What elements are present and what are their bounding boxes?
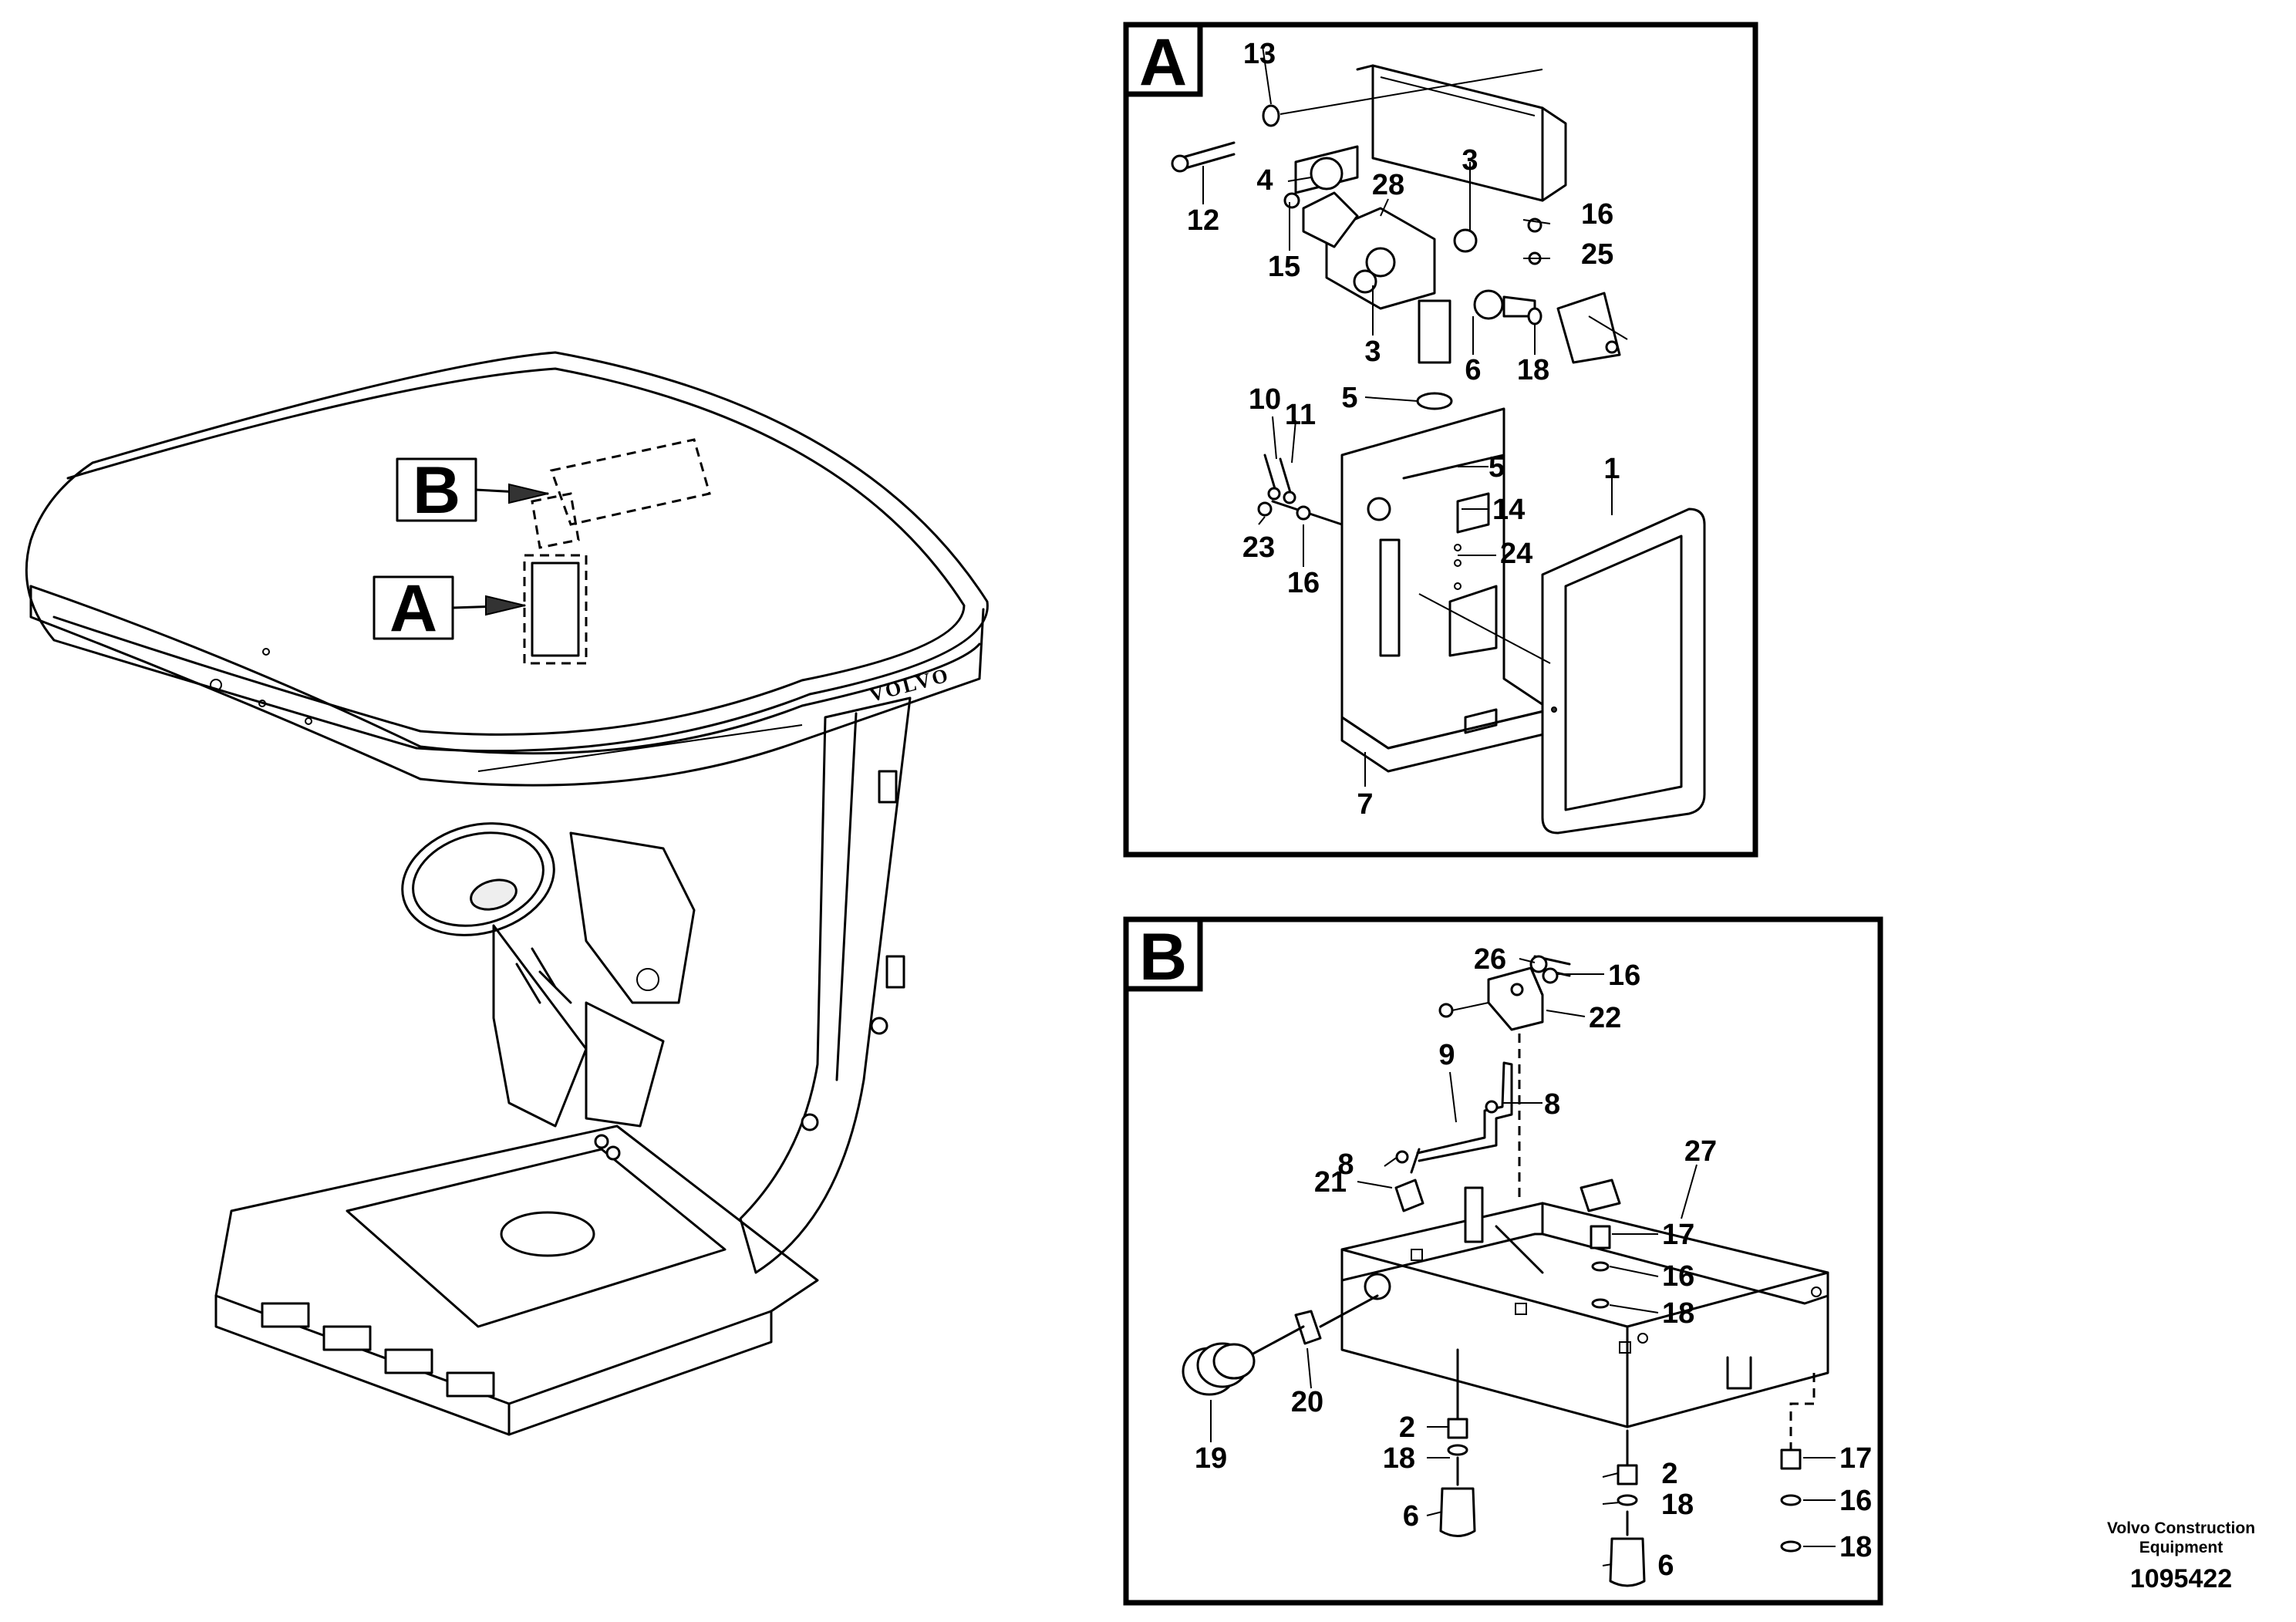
section-b-letter: B bbox=[1139, 920, 1187, 994]
callout-a-24: 24 bbox=[1500, 538, 1532, 570]
section-b-letter-box bbox=[1123, 916, 1203, 992]
section-b-frame bbox=[1123, 916, 1883, 1606]
callout-a-3-top: 3 bbox=[1462, 144, 1478, 177]
callout-a-25: 25 bbox=[1581, 238, 1613, 271]
section-b-panel: B bbox=[1123, 916, 1883, 1606]
callout-a-1: 1 bbox=[1603, 453, 1620, 485]
callout-b-6-left: 6 bbox=[1403, 1500, 1419, 1533]
callout-a-5-top: 5 bbox=[1341, 382, 1357, 414]
callout-b-6-mid: 6 bbox=[1657, 1549, 1674, 1582]
callout-b-21: 21 bbox=[1314, 1166, 1347, 1199]
callout-a-14: 14 bbox=[1492, 494, 1525, 526]
callout-a-11: 11 bbox=[1285, 399, 1316, 431]
callout-a-7: 7 bbox=[1357, 788, 1373, 821]
callout-b-17-right: 17 bbox=[1839, 1442, 1872, 1475]
section-a-panel: A bbox=[1123, 22, 1758, 858]
callout-b-26: 26 bbox=[1474, 943, 1506, 976]
callout-b-18-mid: 18 bbox=[1662, 1297, 1694, 1330]
diagram-reference-number: 1095422 bbox=[2130, 1564, 2232, 1593]
callout-b-22: 22 bbox=[1589, 1002, 1621, 1034]
callout-b-8-right: 8 bbox=[1544, 1088, 1560, 1121]
footer-block: Volvo Construction Equipment 1095422 bbox=[2107, 1519, 2255, 1593]
callout-b-16-right: 16 bbox=[1839, 1485, 1872, 1517]
callout-b-18-left: 18 bbox=[1383, 1442, 1415, 1475]
callout-a-28: 28 bbox=[1372, 169, 1404, 201]
callout-b-9: 9 bbox=[1438, 1039, 1455, 1071]
callout-b-17-mid: 17 bbox=[1662, 1219, 1694, 1251]
overview-cab-assembly: VOLVO bbox=[25, 351, 989, 1436]
section-a-callouts: 13 12 4 15 28 3 3 16 25 6 18 10 11 5 5 1… bbox=[1187, 38, 1620, 821]
callout-b-8-left: 8 bbox=[1337, 1148, 1354, 1181]
overview-label-a: A bbox=[389, 572, 437, 646]
callout-a-4: 4 bbox=[1256, 164, 1273, 197]
overview-label-b-box bbox=[396, 457, 477, 522]
callout-b-18-right: 18 bbox=[1839, 1531, 1872, 1563]
callout-b-27: 27 bbox=[1684, 1135, 1717, 1168]
callout-a-12: 12 bbox=[1187, 204, 1219, 237]
company-name-line1: Volvo Construction bbox=[2107, 1519, 2255, 1537]
overview-label-b: B bbox=[413, 454, 460, 528]
callout-b-19: 19 bbox=[1195, 1442, 1227, 1475]
callout-a-5-mid: 5 bbox=[1489, 451, 1505, 484]
callout-a-3-bottom: 3 bbox=[1364, 336, 1381, 368]
callout-b-2-left: 2 bbox=[1399, 1411, 1415, 1444]
callout-a-16-left: 16 bbox=[1287, 567, 1320, 599]
callout-a-16-top: 16 bbox=[1581, 198, 1613, 231]
callout-b-20: 20 bbox=[1291, 1386, 1323, 1418]
section-a-letter: A bbox=[1139, 25, 1187, 99]
callout-a-23: 23 bbox=[1242, 531, 1275, 564]
callout-a-10: 10 bbox=[1249, 383, 1281, 416]
callout-a-18: 18 bbox=[1517, 354, 1549, 386]
callout-b-2-mid: 2 bbox=[1661, 1458, 1677, 1490]
callout-a-6: 6 bbox=[1465, 354, 1481, 386]
section-a-letter-box bbox=[1123, 22, 1203, 97]
callout-a-13: 13 bbox=[1243, 38, 1276, 70]
callout-b-16-mid: 16 bbox=[1662, 1260, 1694, 1293]
section-a-frame bbox=[1123, 22, 1758, 858]
callout-b-16-top: 16 bbox=[1608, 959, 1640, 992]
company-name-line2: Equipment bbox=[2139, 1539, 2224, 1556]
callout-a-15: 15 bbox=[1268, 251, 1300, 283]
section-b-callouts: 26 16 22 9 8 8 21 27 17 16 18 20 19 2 18… bbox=[1195, 943, 1872, 1582]
callout-b-18-low: 18 bbox=[1661, 1489, 1694, 1521]
